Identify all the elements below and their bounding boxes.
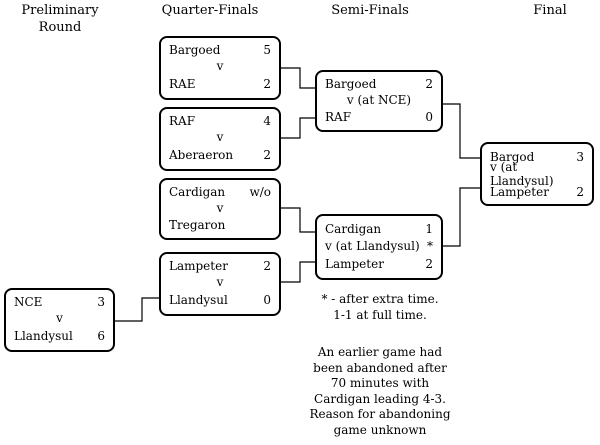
extra-time-note: * - after extra time. 1-1 at full time. xyxy=(321,292,439,322)
round-title-semi-finals: Semi-Finals xyxy=(331,3,409,18)
team-name: RAF xyxy=(325,110,352,124)
score: 3 xyxy=(97,295,105,309)
team-name: Cardigan xyxy=(169,185,226,199)
score: 2 xyxy=(263,259,271,273)
match-box-qf3: Cardigan w/o v Tregaron xyxy=(159,178,281,240)
team-name: NCE xyxy=(14,295,43,309)
score: 1 xyxy=(425,222,433,236)
match-box-sf1: Bargoed 2 v (at NCE) RAF 0 xyxy=(315,70,443,132)
score: 3 xyxy=(576,150,584,164)
connector-prelim-qf4 xyxy=(114,297,160,322)
team-name: Llandysul xyxy=(14,329,73,343)
team-name: RAF xyxy=(169,114,196,128)
versus-label: v xyxy=(56,311,63,325)
connector-qf2-sf1 xyxy=(280,117,315,139)
match-box-final: Bargod 3 v (at Llandysul) Lampeter 2 xyxy=(480,142,594,206)
match-box-qf4: Lampeter 2 v Llandysul 0 xyxy=(159,252,281,316)
connector-qf1-sf1 xyxy=(280,67,315,89)
team-name: Lampeter xyxy=(325,257,384,271)
round-title-final: Final xyxy=(533,3,567,18)
score: 2 xyxy=(425,257,433,271)
match-box-sf2: Cardigan 1 v (at Llandysul) * Lampeter 2 xyxy=(315,214,443,280)
versus-label: v xyxy=(216,275,224,289)
connector-sf1-final xyxy=(442,103,480,159)
score: 6 xyxy=(97,329,105,343)
round-title-quarter-finals: Quarter-Finals xyxy=(161,3,259,18)
team-name: Cardigan xyxy=(325,222,382,236)
team-name: RAE xyxy=(169,77,196,91)
match-box-preliminary: NCE 3 v Llandysul 6 xyxy=(4,288,115,352)
versus-label: v xyxy=(216,59,224,73)
team-name: Bargoed xyxy=(325,77,377,91)
score: 0 xyxy=(425,110,433,124)
score: 2 xyxy=(263,77,271,91)
score: w/o xyxy=(249,185,271,199)
versus-label: v xyxy=(216,130,224,144)
score: 5 xyxy=(263,43,271,57)
team-name: Tregaron xyxy=(169,218,226,232)
versus-label: v (at Llandysul) xyxy=(325,239,420,253)
team-name: Bargoed xyxy=(169,43,221,57)
team-name: Bargod xyxy=(490,150,535,164)
connector-sf2-final xyxy=(442,187,480,247)
score: 2 xyxy=(425,77,433,91)
score: 2 xyxy=(263,148,271,162)
versus-label: v (at Llandysul) xyxy=(490,160,554,188)
versus-label: v xyxy=(216,201,224,215)
connector-qf3-sf2 xyxy=(280,207,315,233)
abandoned-game-note: An earlier game had been abandoned after… xyxy=(309,345,451,437)
extra-time-marker: * xyxy=(427,239,433,253)
match-box-qf2: RAF 4 v Aberaeron 2 xyxy=(159,107,281,171)
score: 0 xyxy=(263,293,271,307)
team-name: Lampeter xyxy=(490,185,549,199)
match-box-qf1: Bargoed 5 v RAE 2 xyxy=(159,36,281,100)
score: 2 xyxy=(576,185,584,199)
team-name: Llandysul xyxy=(169,293,228,307)
round-title-preliminary: Preliminary Round xyxy=(21,3,99,35)
connector-qf4-sf2 xyxy=(280,261,315,283)
team-name: Lampeter xyxy=(169,259,228,273)
team-name: Aberaeron xyxy=(169,148,234,162)
versus-label: v (at NCE) xyxy=(346,93,412,107)
score: 4 xyxy=(263,114,271,128)
